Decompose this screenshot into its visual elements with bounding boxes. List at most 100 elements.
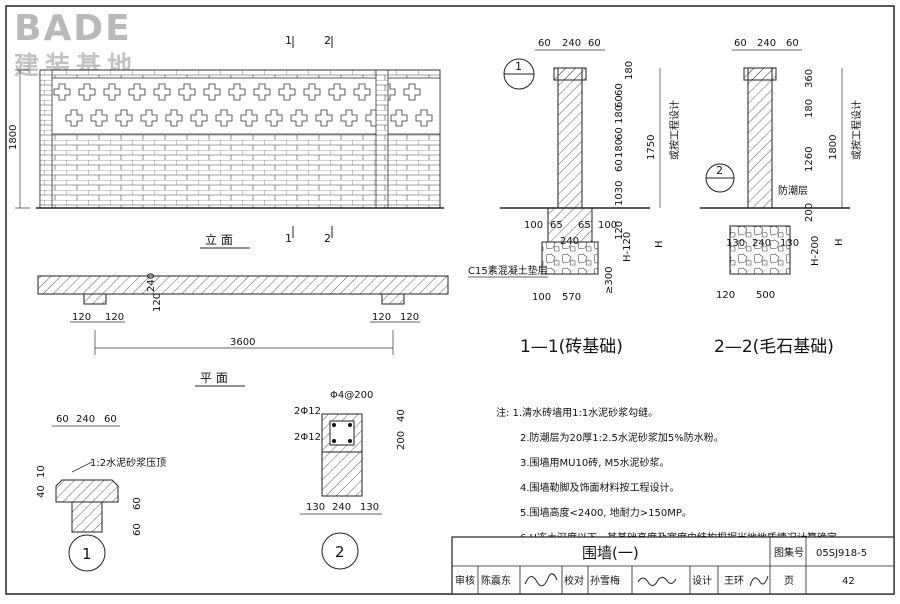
plan-wall: [37, 275, 449, 295]
pierced-cross: [165, 109, 183, 127]
pierced-cross: [265, 109, 283, 127]
d1-marker: 1: [82, 545, 92, 563]
d2-bot-dim-c: 130: [360, 502, 379, 513]
s1-width-240: 240: [560, 236, 579, 247]
s1-top-dim-b: 240: [562, 38, 581, 49]
plan-pier-left: [83, 293, 107, 305]
s2-bottom-dim-a: 120: [716, 290, 735, 301]
pierced-cross: [65, 109, 83, 127]
designer-signature: [749, 575, 769, 587]
d2-wall: [321, 451, 363, 497]
pierced-cross: [153, 83, 171, 101]
note-2: 2.防潮层为20厚1:2.5水泥砂浆加5%防水粉。: [520, 431, 724, 444]
plan-dim-right-a: 120: [372, 312, 391, 323]
design-label: 设计: [692, 574, 712, 587]
plan-view: 240 120 120 120 120 120 3600 平 面: [37, 273, 449, 387]
section1-cap: [553, 67, 587, 81]
pierced-cross: [53, 83, 71, 101]
page-label: 页: [784, 575, 794, 587]
plan-title: 平 面: [200, 371, 228, 385]
s2-base-dim-c: 130: [780, 238, 799, 249]
plan-span-dim: 3600: [230, 337, 255, 348]
section2-cap: [743, 67, 777, 81]
s2-top-dim-c: 60: [786, 38, 799, 49]
d2-rebar-top: 2Φ12: [294, 406, 321, 417]
s1-design-note: 或按工程设计: [668, 100, 681, 160]
notes: 注: 1.清水砖墙用1:1水泥砂浆勾缝。 2.防潮层为20厚1:2.5水泥砂浆加…: [496, 406, 847, 544]
d2-stirrup: Φ4@200: [330, 390, 373, 401]
note-5: 5.围墙高度<2400, 地耐力>150MP。: [520, 506, 692, 519]
pierced-cross: [353, 83, 371, 101]
s2-base-dim-a: 130: [726, 238, 745, 249]
pierced-cross: [290, 109, 308, 127]
pier-left: [39, 69, 53, 209]
s1-bedding-label: C15素混凝土垫层: [468, 264, 548, 277]
section1-marker: 1: [515, 60, 522, 73]
section1-bedding: [541, 241, 599, 275]
s1-h: H: [654, 240, 665, 248]
d1-top-dim-c: 60: [104, 414, 117, 425]
drawing-title: 围墙(一): [582, 544, 639, 562]
plan-pier-projection: 120: [152, 293, 163, 312]
pierced-cross: [228, 83, 246, 101]
d2-bot-dim-b: 240: [332, 502, 351, 513]
s1-base-dim-b: 65: [550, 220, 563, 231]
check-label: 校对: [564, 574, 584, 587]
pierced-cross: [103, 83, 121, 101]
section2-title: 2—2(毛石基础): [714, 337, 834, 357]
reviewer-name: 陈震东: [481, 574, 511, 587]
section1-footing: [547, 207, 593, 243]
cut-mark-2-top: 2: [324, 34, 331, 47]
elevation-title: 立 面: [205, 232, 233, 247]
d1-coping: [55, 479, 119, 503]
pierced-cross: [190, 109, 208, 127]
s1-base-dim-a: 100: [524, 220, 543, 231]
pierced-cross: [90, 109, 108, 127]
s1-base-dim-d: 100: [598, 220, 617, 231]
s2-overall-dim: 1800: [828, 135, 839, 160]
d2-marker-circle: [321, 532, 359, 570]
d2-right-dim-a: 40: [396, 409, 407, 422]
s1-bottom-dim-a: 100: [532, 292, 551, 303]
s1-right-dim: 60: [614, 127, 625, 140]
bade-logo: BADE 建装基地: [14, 8, 132, 80]
reviewer-signature: [524, 573, 558, 587]
plan-dim-right-b: 120: [400, 312, 419, 323]
plan-dim-left-a: 120: [72, 312, 91, 323]
pierced-cross: [115, 109, 133, 127]
d1-cap-label: 1:2水泥砂浆压顶: [90, 456, 166, 469]
d2-right-dim-b: 200: [396, 431, 407, 450]
checker-name: 孙雪梅: [590, 574, 620, 587]
s1-right-dim: 60: [614, 95, 625, 108]
s1-right-dim: 60: [614, 159, 625, 172]
s1-depth: ≥300: [604, 267, 615, 294]
s2-dim-1260: 1260: [804, 147, 815, 172]
atlas-label: 图集号: [774, 546, 804, 559]
section2-rubble-footing: [729, 225, 791, 275]
section1-title: 1—1(砖基础): [520, 337, 623, 357]
atlas-number: 05SJ918-5: [816, 548, 867, 559]
pierced-cross: [178, 83, 196, 101]
pierced-pattern: [53, 83, 433, 127]
note-3: 3.围墙用MU10砖, M5水泥砂浆。: [520, 456, 670, 469]
s1-h-label: H-120: [622, 232, 633, 262]
s2-dim-360: 360: [804, 69, 815, 88]
page-number: 42: [842, 576, 855, 587]
s1-base-dim-c: 65: [578, 220, 591, 231]
section1-wall: [557, 67, 583, 209]
pierced-cross: [240, 109, 258, 127]
pierced-cross: [390, 109, 408, 127]
title-block: 围墙(一) 图集号 05SJ918-5 审核 陈震东 校对 孙雪梅 设计 王环 …: [451, 536, 895, 595]
s1-right-dim: 60: [614, 83, 625, 96]
section-2-2: 2 60 240 60 360 180 1260 200 1800 或按工程设计…: [700, 38, 863, 357]
d1-top-dim-b: 240: [76, 414, 95, 425]
s2-base-dim-b: 240: [752, 238, 771, 249]
review-label: 审核: [455, 574, 475, 587]
pier-right: [375, 69, 389, 209]
d1-side-dim-a: 40: [36, 485, 47, 498]
sheet-border: [5, 5, 895, 595]
pierced-cross: [328, 83, 346, 101]
s1-right-dim: 120: [614, 221, 625, 240]
